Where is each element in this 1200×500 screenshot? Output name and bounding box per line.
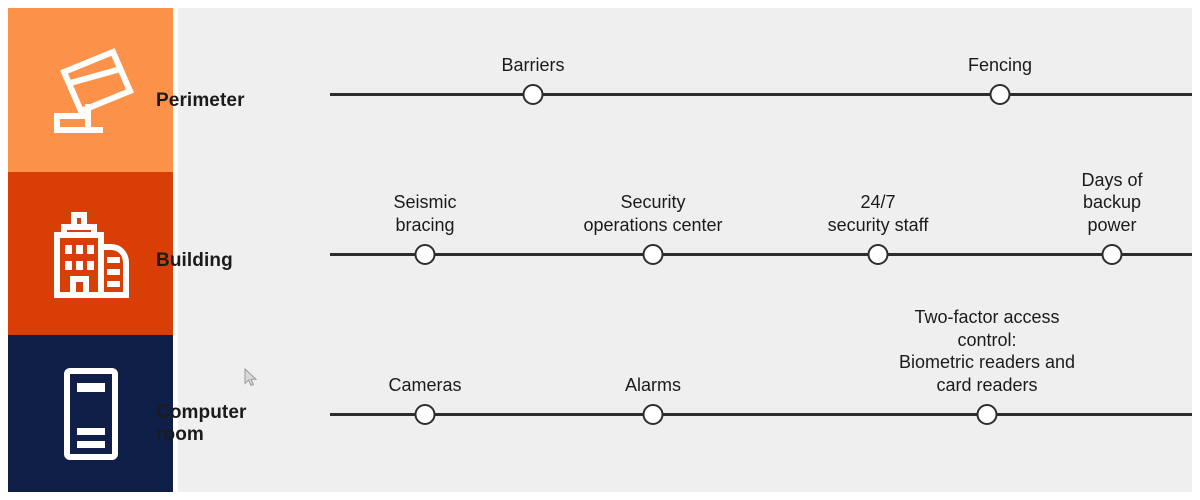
timeline-marker[interactable] xyxy=(522,84,544,105)
timeline-marker[interactable] xyxy=(976,404,998,425)
row-label-perimeter: Perimeter xyxy=(156,90,245,111)
timeline-marker[interactable] xyxy=(642,244,664,265)
marker-caption: Cameras xyxy=(388,374,462,395)
timeline-row-perimeter: Perimeter Barriers Fencing xyxy=(156,8,1192,168)
sidebar-band-building xyxy=(8,172,173,335)
marker-caption: Barriers xyxy=(501,54,565,75)
row-label-computer-room: Computer room xyxy=(156,402,247,446)
marker-caption: 24/7 security staff xyxy=(827,192,929,235)
row-label-building: Building xyxy=(156,250,233,271)
timeline-marker[interactable] xyxy=(1101,244,1123,265)
marker-caption: Fencing xyxy=(967,54,1033,75)
timeline-row-computer-room: Computer room Cameras Alarms Two-factor … xyxy=(156,307,1192,488)
timeline-marker[interactable] xyxy=(414,244,436,265)
sidebar-band-perimeter xyxy=(8,8,173,172)
marker-caption: Days of backup power xyxy=(1081,169,1143,235)
server-tower-icon xyxy=(60,366,122,462)
timeline-marker[interactable] xyxy=(414,404,436,425)
office-building-icon xyxy=(49,209,133,299)
marker-caption: Seismic bracing xyxy=(393,192,457,235)
timeline-marker[interactable] xyxy=(867,244,889,265)
sidebar-band-computer-room xyxy=(8,335,173,492)
security-camera-icon xyxy=(47,44,135,136)
marker-caption: Security operations center xyxy=(583,192,723,235)
timeline-panel: Perimeter Barriers Fencing Building Seis… xyxy=(156,8,1192,492)
marker-caption: Two-factor access control: Biometric rea… xyxy=(898,307,1076,395)
timeline-marker[interactable] xyxy=(989,84,1011,105)
icon-sidebar xyxy=(8,8,173,492)
timeline-axis xyxy=(330,93,1192,96)
timeline-axis xyxy=(330,253,1192,256)
marker-caption: Alarms xyxy=(624,374,682,395)
timeline-axis xyxy=(330,413,1192,416)
timeline-marker[interactable] xyxy=(642,404,664,425)
timeline-row-building: Building Seismic bracing Security operat… xyxy=(156,168,1192,328)
